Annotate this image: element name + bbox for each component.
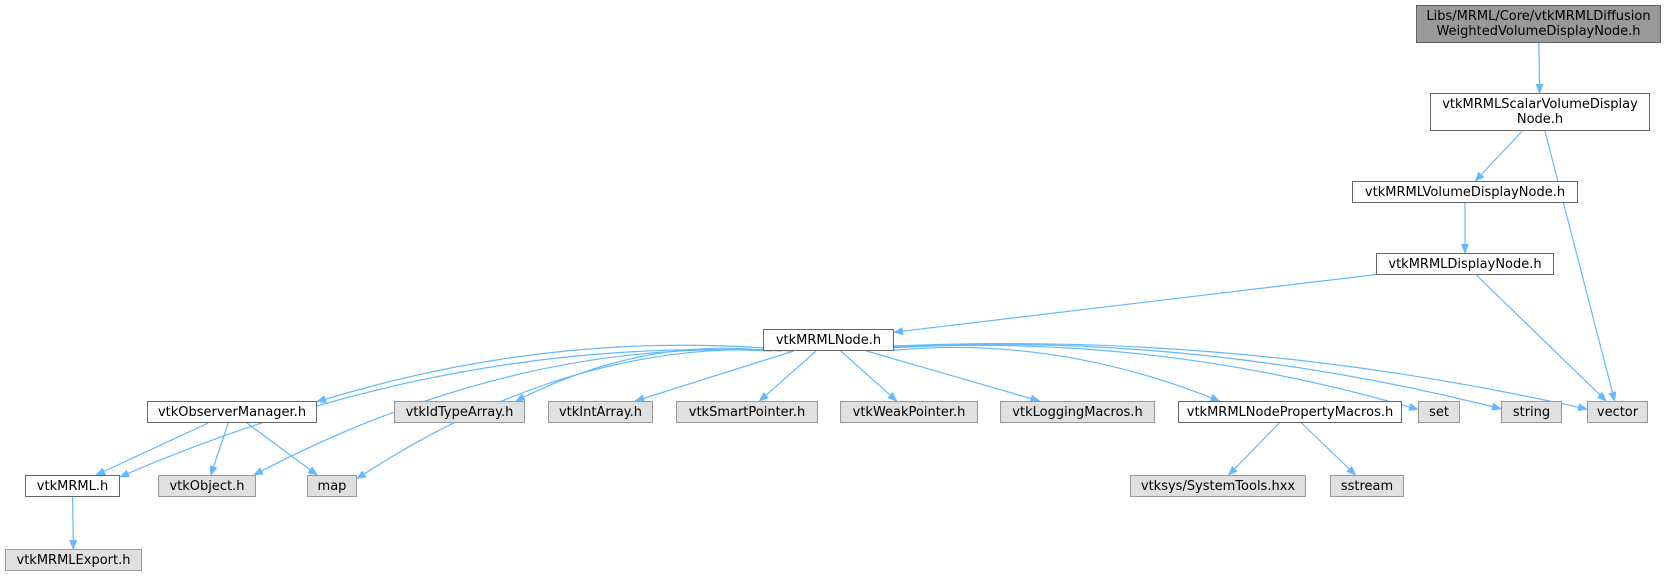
node-mrml-h[interactable]: vtkMRML.h	[25, 475, 120, 497]
node-label: vtkIdTypeArray.h	[405, 404, 514, 420]
edge-node-to-smartp	[758, 350, 817, 402]
node-label: sstream	[1340, 478, 1394, 494]
node-label: vtkSmartPointer.h	[688, 404, 806, 420]
node-set: set	[1418, 401, 1460, 423]
node-label: vtkIntArray.h	[558, 404, 643, 420]
edge-svdn-to-vdn	[1474, 130, 1523, 182]
edge-propm-to-sstream	[1301, 422, 1357, 476]
edge-node-to-obsmgr	[316, 344, 764, 403]
node-label: set	[1429, 404, 1449, 420]
node-property-macros-h[interactable]: vtkMRMLNodePropertyMacros.h	[1178, 401, 1402, 423]
node-system-tools-hxx: vtksys/SystemTools.hxx	[1130, 475, 1306, 497]
edge-node-to-mrml	[119, 349, 772, 478]
node-label: vtkMRMLDisplayNode.h	[1388, 256, 1542, 272]
edge-svdn-to-vector	[1544, 130, 1617, 402]
edge-node-to-weakp	[840, 350, 898, 402]
edge-node-to-intarr	[634, 350, 794, 403]
node-label: vtkObserverManager.h	[157, 404, 307, 420]
node-label: vtksys/SystemTools.hxx	[1140, 478, 1296, 494]
node-observer-manager-h[interactable]: vtkObserverManager.h	[147, 401, 317, 423]
node-int-array-h: vtkIntArray.h	[548, 401, 653, 423]
node-mrml-node-h[interactable]: vtkMRMLNode.h	[763, 329, 894, 351]
node-label: vtkMRMLNode.h	[775, 332, 882, 348]
node-id-type-array-h: vtkIdTypeArray.h	[394, 401, 525, 423]
edge-propm-to-systools	[1228, 422, 1280, 476]
node-label: vtkObject.h	[169, 478, 245, 494]
node-label: vtkMRML.h	[36, 478, 109, 494]
edge-node-to-object	[252, 348, 782, 476]
edge-node-to-idtype	[514, 347, 773, 402]
node-map: map	[307, 475, 357, 497]
node-vtk-object-h: vtkObject.h	[158, 475, 256, 497]
node-smart-pointer-h: vtkSmartPointer.h	[676, 401, 818, 423]
node-label: vtkMRMLVolumeDisplayNode.h	[1364, 184, 1566, 200]
edge-obsmgr-to-mrml	[95, 422, 209, 476]
node-sstream: sstream	[1330, 475, 1404, 497]
edge-dn-to-vector	[1475, 274, 1607, 402]
node-string: string	[1501, 401, 1562, 423]
edge-node-to-logm	[866, 350, 1041, 403]
node-label: vtkMRMLExport.h	[16, 552, 131, 568]
edge-obsmgr-to-map	[246, 422, 318, 476]
node-label: vtkLoggingMacros.h	[1012, 404, 1143, 420]
node-display-node-h[interactable]: vtkMRMLDisplayNode.h	[1376, 253, 1554, 275]
node-label: map	[317, 478, 347, 494]
edge-node-to-propm	[893, 346, 1221, 402]
node-label: string	[1512, 404, 1551, 420]
edge-obsmgr-to-object	[209, 422, 229, 476]
edge-node-to-string	[893, 343, 1502, 411]
edge-dwvdn-to-svdn	[1535, 42, 1544, 94]
node-mrml-export-h: vtkMRMLExport.h	[5, 549, 142, 571]
node-label: vtkWeakPointer.h	[852, 404, 966, 420]
edge-node-to-vector	[893, 342, 1588, 412]
edge-node-to-set	[893, 344, 1419, 411]
node-label: vtkMRMLNodePropertyMacros.h	[1186, 404, 1394, 420]
node-label: vector	[1596, 404, 1639, 420]
edge-dn-to-node	[893, 274, 1377, 336]
edge-mrml-to-export	[69, 496, 78, 550]
node-vector: vector	[1587, 401, 1648, 423]
node-weak-pointer-h: vtkWeakPointer.h	[840, 401, 978, 423]
node-logging-macros-h: vtkLoggingMacros.h	[1000, 401, 1155, 423]
node-volume-display-node-h[interactable]: vtkMRMLVolumeDisplayNode.h	[1352, 181, 1578, 203]
